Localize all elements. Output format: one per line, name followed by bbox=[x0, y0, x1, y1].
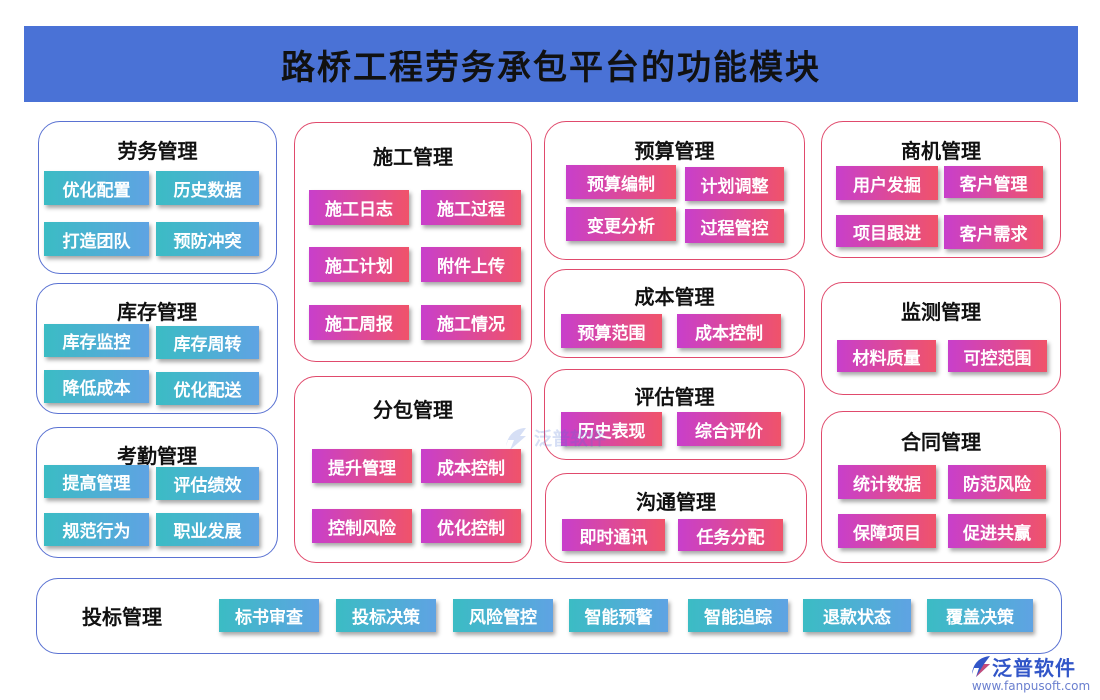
bidding-item[interactable]: 覆盖决策 bbox=[927, 599, 1033, 632]
attendance-item[interactable]: 提高管理 bbox=[44, 465, 149, 498]
budget-item[interactable]: 预算编制 bbox=[566, 165, 676, 199]
bidding-card: 投标管理 标书审查 投标决策 风险管控 智能预警 智能追踪 退款状态 覆盖决策 bbox=[36, 578, 1062, 654]
attendance-item[interactable]: 规范行为 bbox=[44, 513, 149, 546]
inventory-item[interactable]: 库存监控 bbox=[44, 324, 149, 357]
budget-item[interactable]: 变更分析 bbox=[566, 207, 676, 241]
logo-name: 泛普软件 bbox=[992, 656, 1076, 680]
business-title: 商机管理 bbox=[901, 139, 981, 163]
bidding-title: 投标管理 bbox=[82, 605, 162, 629]
fanpu-logo-icon bbox=[506, 428, 526, 450]
subcontract-card: 分包管理 提升管理 成本控制 控制风险 优化控制 bbox=[294, 376, 532, 563]
budget-item[interactable]: 过程管控 bbox=[685, 209, 784, 243]
labor-item[interactable]: 打造团队 bbox=[44, 222, 149, 256]
labor-title: 劳务管理 bbox=[117, 139, 198, 163]
budget-item[interactable]: 计划调整 bbox=[685, 167, 784, 201]
labor-card: 劳务管理 优化配置 历史数据 打造团队 预防冲突 bbox=[38, 121, 277, 274]
business-card: 商机管理 用户发掘 客户管理 项目跟进 客户需求 bbox=[821, 121, 1061, 258]
construction-item[interactable]: 附件上传 bbox=[421, 247, 521, 282]
bidding-item[interactable]: 风险管控 bbox=[453, 599, 553, 632]
labor-item[interactable]: 预防冲突 bbox=[156, 222, 259, 256]
contract-item[interactable]: 保障项目 bbox=[838, 514, 936, 548]
evaluation-item[interactable]: 历史表现 bbox=[561, 412, 662, 446]
contract-item[interactable]: 促进共赢 bbox=[948, 514, 1046, 548]
fanpu-logo-icon bbox=[972, 656, 990, 677]
business-item[interactable]: 客户需求 bbox=[944, 215, 1043, 249]
page-title: 路桥工程劳务承包平台的功能模块 bbox=[281, 47, 821, 88]
evaluation-card: 评估管理 历史表现 综合评价 bbox=[544, 369, 805, 460]
construction-item[interactable]: 施工情况 bbox=[421, 305, 521, 340]
monitoring-title: 监测管理 bbox=[901, 300, 981, 324]
business-item[interactable]: 用户发掘 bbox=[836, 166, 938, 200]
watermark-text: 泛普软件 bbox=[534, 429, 606, 450]
logo-url: www.fanpusoft.com bbox=[971, 679, 1091, 693]
inventory-card: 库存管理 库存监控 库存周转 降低成本 优化配送 bbox=[36, 283, 278, 414]
brand-logo: 泛普软件 www.fanpusoft.com bbox=[970, 652, 1092, 698]
contract-item[interactable]: 统计数据 bbox=[838, 465, 936, 499]
communication-item[interactable]: 任务分配 bbox=[678, 519, 783, 551]
labor-item[interactable]: 历史数据 bbox=[156, 171, 259, 205]
attendance-item[interactable]: 职业发展 bbox=[156, 513, 259, 546]
business-item[interactable]: 客户管理 bbox=[944, 166, 1043, 198]
construction-item[interactable]: 施工日志 bbox=[309, 190, 409, 225]
subcontract-item[interactable]: 提升管理 bbox=[312, 449, 412, 483]
business-item[interactable]: 项目跟进 bbox=[836, 215, 938, 247]
evaluation-title: 评估管理 bbox=[634, 385, 715, 409]
attendance-title: 考勤管理 bbox=[117, 444, 197, 468]
labor-item[interactable]: 优化配置 bbox=[44, 171, 149, 205]
cost-item[interactable]: 成本控制 bbox=[677, 314, 781, 348]
inventory-title: 库存管理 bbox=[117, 300, 197, 324]
subcontract-item[interactable]: 成本控制 bbox=[421, 449, 521, 483]
bidding-item[interactable]: 投标决策 bbox=[336, 599, 436, 632]
inventory-item[interactable]: 优化配送 bbox=[156, 372, 259, 405]
cost-title: 成本管理 bbox=[634, 285, 715, 309]
contract-title: 合同管理 bbox=[901, 430, 981, 454]
communication-item[interactable]: 即时通讯 bbox=[562, 519, 665, 551]
contract-item[interactable]: 防范风险 bbox=[948, 465, 1046, 499]
monitoring-card: 监测管理 材料质量 可控范围 bbox=[821, 282, 1061, 395]
construction-card: 施工管理 施工日志 施工过程 施工计划 附件上传 施工周报 施工情况 bbox=[294, 122, 532, 362]
evaluation-item[interactable]: 综合评价 bbox=[677, 412, 781, 446]
subcontract-item[interactable]: 优化控制 bbox=[421, 509, 521, 543]
subcontract-title: 分包管理 bbox=[373, 398, 453, 422]
attendance-item[interactable]: 评估绩效 bbox=[156, 467, 259, 500]
contract-card: 合同管理 统计数据 防范风险 保障项目 促进共赢 bbox=[821, 411, 1061, 563]
watermark: 泛普软件 bbox=[502, 420, 612, 456]
title-banner: 路桥工程劳务承包平台的功能模块 bbox=[24, 26, 1078, 102]
cost-card: 成本管理 预算范围 成本控制 bbox=[544, 269, 805, 358]
subcontract-item[interactable]: 控制风险 bbox=[312, 509, 412, 543]
monitoring-item[interactable]: 可控范围 bbox=[948, 340, 1047, 372]
inventory-item[interactable]: 降低成本 bbox=[44, 370, 149, 403]
attendance-card: 考勤管理 提高管理 评估绩效 规范行为 职业发展 bbox=[36, 427, 278, 558]
budget-card: 预算管理 预算编制 计划调整 变更分析 过程管控 bbox=[544, 121, 805, 260]
bidding-item[interactable]: 智能预警 bbox=[569, 599, 668, 632]
communication-title: 沟通管理 bbox=[636, 490, 716, 514]
cost-item[interactable]: 预算范围 bbox=[561, 314, 662, 348]
inventory-item[interactable]: 库存周转 bbox=[156, 326, 259, 359]
bidding-item[interactable]: 标书审查 bbox=[219, 599, 319, 632]
construction-item[interactable]: 施工周报 bbox=[309, 305, 409, 340]
construction-item[interactable]: 施工过程 bbox=[421, 190, 521, 225]
bidding-item[interactable]: 退款状态 bbox=[803, 599, 911, 632]
communication-card: 沟通管理 即时通讯 任务分配 bbox=[545, 473, 807, 563]
bidding-item[interactable]: 智能追踪 bbox=[688, 599, 788, 632]
budget-title: 预算管理 bbox=[634, 139, 715, 163]
construction-item[interactable]: 施工计划 bbox=[309, 247, 409, 282]
construction-title: 施工管理 bbox=[373, 145, 453, 169]
monitoring-item[interactable]: 材料质量 bbox=[837, 340, 936, 372]
